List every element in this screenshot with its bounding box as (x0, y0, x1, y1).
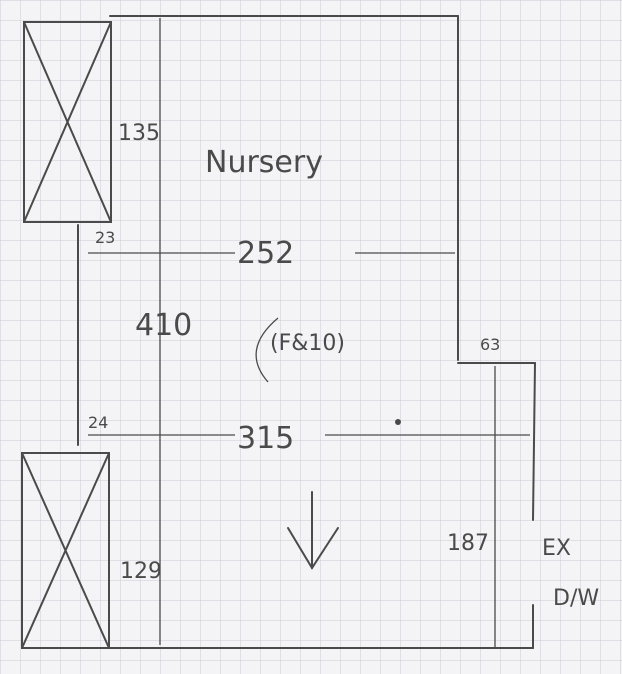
window-top (23, 21, 112, 223)
notch-depth-label: 187 (447, 531, 489, 556)
gap-top-label: 23 (95, 228, 115, 247)
walls (77, 15, 536, 649)
gap-bottom-label: 24 (88, 413, 108, 432)
window-top-height-label: 135 (118, 121, 160, 146)
notch-width-label: 63 (480, 335, 500, 354)
room-label: Nursery (205, 145, 323, 180)
width-lower-label: 315 (237, 421, 294, 456)
window-bottom-height-label: 129 (120, 559, 162, 584)
door-note-line2: D/W (553, 586, 599, 611)
right-lower-wall (532, 362, 536, 521)
down-arrow (287, 491, 339, 570)
depth-note-label: (F&10) (270, 331, 345, 356)
dimension-lines (88, 18, 530, 648)
depth-total-label: 410 (135, 308, 192, 343)
width-upper-label: 252 (237, 236, 294, 271)
door-note-line1: EX (542, 536, 571, 561)
window-bottom (21, 452, 110, 649)
pencil-dot (395, 419, 401, 425)
depth-note-bracket (255, 317, 279, 383)
